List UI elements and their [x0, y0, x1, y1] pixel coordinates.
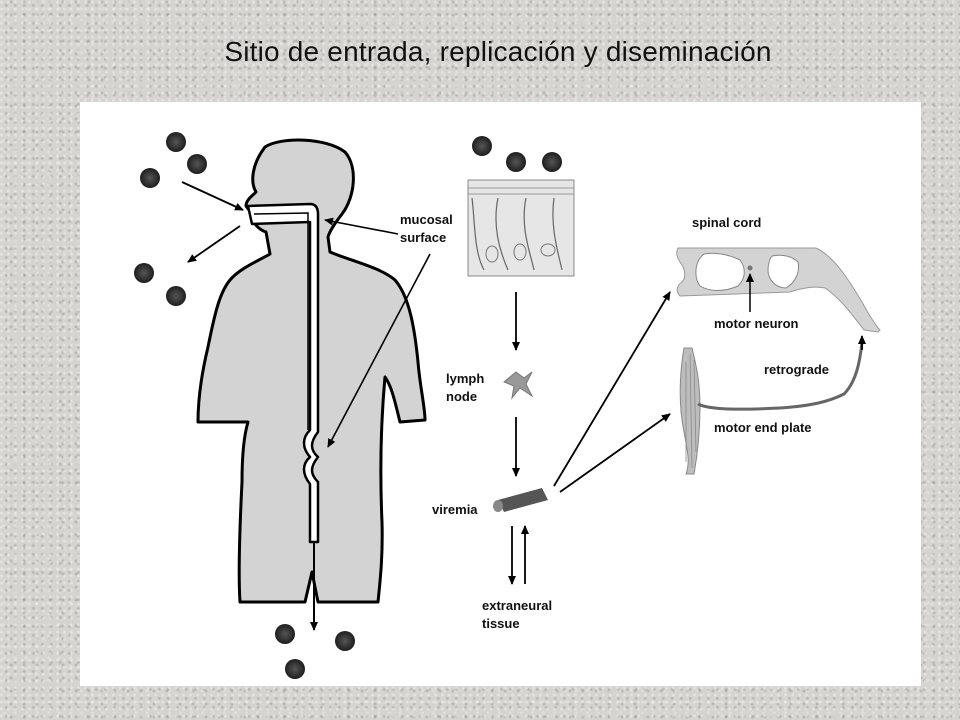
exit-arrow — [187, 225, 241, 263]
lymph-node-icon — [503, 371, 534, 400]
virus-particle — [134, 263, 154, 283]
label-retrograde: retrograde — [764, 362, 829, 377]
virus-particle — [506, 152, 526, 172]
label-surface: surface — [400, 230, 446, 245]
digestive-tract — [246, 202, 320, 544]
digestive-tract-inner — [253, 212, 309, 430]
mucosal-pointer-arrow — [327, 253, 431, 448]
spinal-cord-cross-section — [676, 247, 881, 333]
virus-particle — [285, 659, 305, 679]
virus-particle — [335, 631, 355, 651]
label-lymph: lymph — [446, 371, 484, 386]
flow-arrow — [559, 413, 671, 493]
label-viremia: viremia — [432, 502, 478, 517]
label-node: node — [446, 389, 477, 404]
label-spinal-cord: spinal cord — [692, 215, 761, 230]
virus-particle — [542, 152, 562, 172]
intestinal-epithelium — [467, 179, 575, 277]
entry-arrow — [181, 181, 244, 211]
virus-particle — [166, 286, 186, 306]
motor-nerve-axon — [697, 341, 864, 411]
slide-title: Sitio de entrada, replicación y disemina… — [224, 36, 772, 67]
virus-particle — [187, 154, 207, 174]
blood-vessel-icon — [493, 488, 548, 512]
virus-particle — [140, 168, 160, 188]
label-extraneural: extraneural — [482, 598, 552, 613]
virus-particle — [472, 136, 492, 156]
label-motor-neuron: motor neuron — [714, 316, 799, 331]
virus-particle — [166, 132, 186, 152]
label-mucosal: mucosal — [400, 212, 453, 227]
diagram-panel: mucosal surface lymph node viremia extra… — [80, 102, 921, 686]
label-motor-end-plate: motor end plate — [714, 420, 812, 435]
mucosal-pointer-arrow — [324, 217, 399, 235]
label-tissue: tissue — [482, 616, 520, 631]
poliovirus-pathogenesis-diagram: mucosal surface lymph node viremia extra… — [134, 132, 881, 679]
flow-arrow — [553, 291, 671, 487]
muscle-fiber-icon — [679, 347, 701, 475]
virus-particle — [275, 624, 295, 644]
